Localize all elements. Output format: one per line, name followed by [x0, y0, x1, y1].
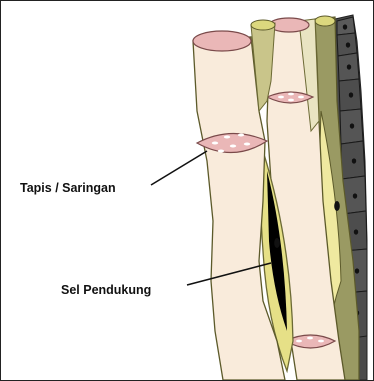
tapis-pointer — [151, 151, 207, 185]
nucleus — [334, 201, 340, 211]
label-tapis-saringan: Tapis / Saringan — [20, 181, 116, 195]
label-sel-pendukung: Sel Pendukung — [61, 283, 151, 297]
nucleus — [274, 238, 280, 248]
